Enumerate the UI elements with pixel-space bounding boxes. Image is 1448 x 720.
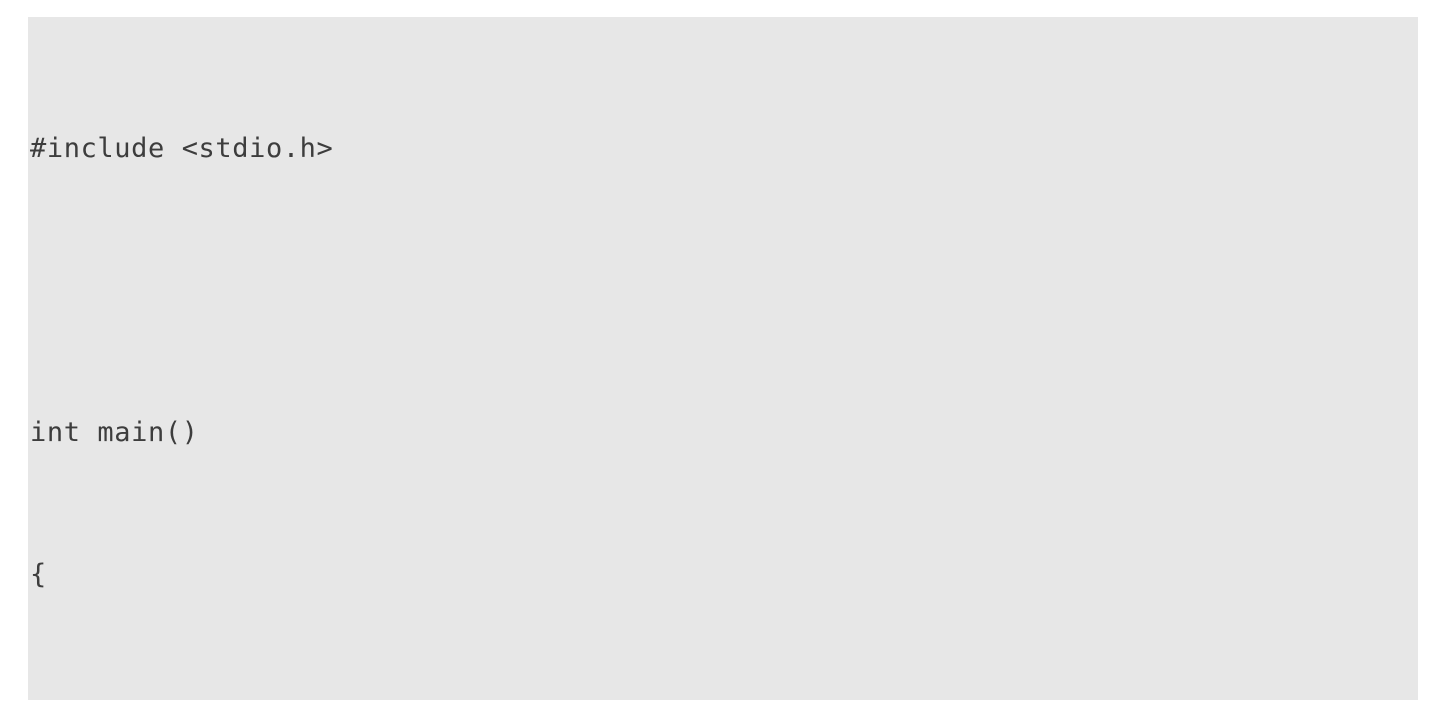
- code-listing: #include <stdio.h> int main() { char *sh…: [30, 30, 923, 700]
- code-line-blank: [30, 268, 923, 314]
- code-panel: #include <stdio.h> int main() { char *sh…: [28, 17, 1418, 700]
- code-line: {: [30, 559, 47, 590]
- code-line: int main(): [30, 417, 199, 448]
- code-line: char *shell = (char *)getenv("MYSHELL");: [30, 694, 923, 700]
- code-block: #include <stdio.h> int main() { char *sh…: [30, 85, 923, 700]
- code-line: #include <stdio.h>: [30, 133, 334, 164]
